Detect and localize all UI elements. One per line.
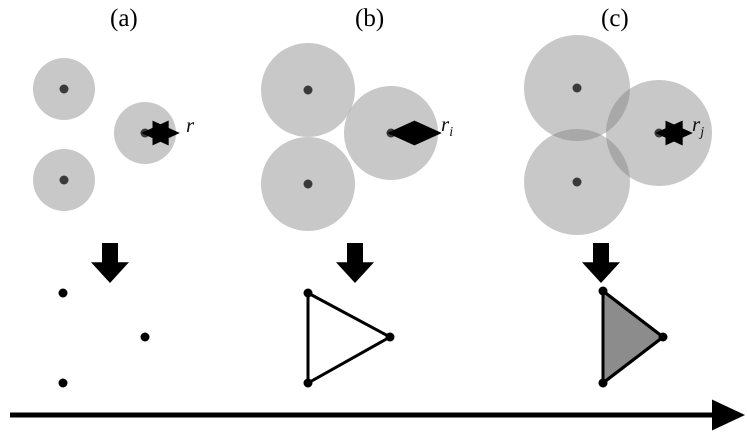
complex-b	[303, 288, 395, 388]
simplex-vertex-b-0	[303, 288, 313, 298]
down-arrow-c	[582, 243, 620, 283]
simplex-vertex-c-1	[658, 332, 668, 342]
complex-c	[598, 286, 668, 388]
simplex-edge-b-1	[306, 335, 392, 385]
panel-label-b: (b)	[355, 5, 385, 32]
radius-subscript-c: j	[700, 125, 705, 141]
simplex-vertex-c-2	[598, 378, 608, 388]
disks-layer	[33, 35, 712, 235]
simplex-vertex-a-1	[140, 332, 150, 342]
simplex-edge-c-0	[601, 289, 665, 339]
radius-label-c: rj	[692, 114, 704, 140]
panel-label-a: (a)	[110, 5, 138, 32]
radius-subscript-b: i	[449, 125, 454, 141]
disk-center-dot-a-0	[59, 84, 69, 94]
disk-group-a	[33, 58, 176, 211]
down-arrow-layer	[91, 243, 620, 283]
disk-center-dot-c-0	[572, 83, 582, 93]
radius-symbol-c: r	[692, 112, 701, 136]
down-arrow-a	[91, 243, 129, 283]
simplicial-complex-layer	[58, 286, 668, 388]
simplex-edge-b-0	[306, 291, 392, 339]
simplex-2-c	[601, 289, 665, 385]
simplex-vertex-a-2	[58, 378, 68, 388]
disk-center-dot-c-1	[572, 177, 582, 187]
radius-symbol-a: r	[186, 113, 195, 137]
simplex-edge-c-1	[601, 335, 665, 385]
radius-label-a: r	[186, 115, 194, 141]
disk-center-dot-b-0	[303, 85, 313, 95]
disk-group-b	[261, 43, 438, 231]
disk-group-c	[524, 35, 712, 235]
simplex-vertex-a-0	[58, 288, 68, 298]
simplex-vertex-b-1	[385, 332, 395, 342]
radius-label-b: ri	[441, 114, 453, 140]
radius-symbol-b: r	[441, 112, 450, 136]
complex-a	[58, 288, 150, 388]
simplex-vertex-c-0	[598, 286, 608, 296]
down-arrow-b	[336, 243, 374, 283]
disk-center-dot-b-1	[303, 179, 313, 189]
simplex-vertex-b-2	[303, 378, 313, 388]
panel-label-c: (c)	[601, 5, 629, 32]
disk-center-dot-a-1	[59, 175, 69, 185]
